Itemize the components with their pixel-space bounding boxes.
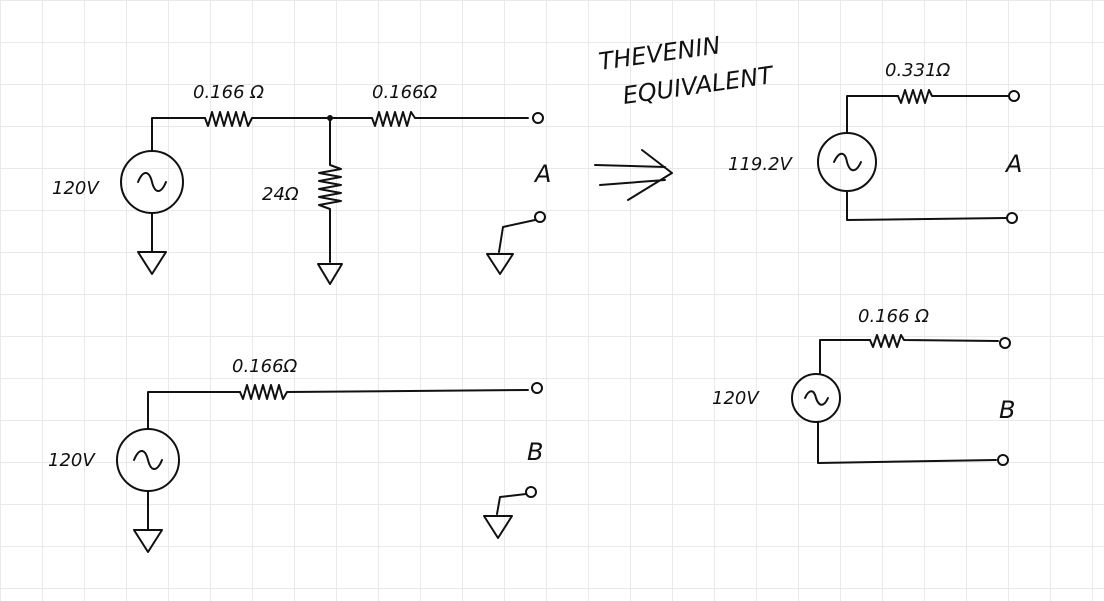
ground-icon	[483, 493, 527, 539]
terminal-a-top[interactable]	[1008, 90, 1020, 102]
ac-source-icon	[120, 150, 184, 214]
series-resistor-1-label: 0.166 Ω	[193, 82, 264, 103]
source-voltage-label: 120V	[52, 178, 100, 199]
ground-icon	[133, 490, 163, 553]
circuit-b: 120V 0.166Ω B	[48, 356, 543, 553]
equivalent-b: 120V 0.166 Ω B	[712, 306, 1015, 466]
series-resistor-2-label: 0.166Ω	[372, 82, 438, 103]
series-resistor-label: 0.166Ω	[232, 356, 298, 377]
shunt-resistor-label: 24Ω	[262, 184, 299, 205]
terminal-b-label: B	[999, 396, 1015, 424]
source-voltage-label: 119.2V	[728, 154, 794, 175]
terminal-a-bottom[interactable]	[534, 211, 546, 223]
series-resistor-label: 0.331Ω	[885, 60, 951, 81]
series-resistor	[239, 384, 529, 400]
terminal-b-label: B	[527, 438, 543, 466]
title-line-1: THEVENIN	[597, 31, 722, 76]
terminal-a-top[interactable]	[532, 112, 544, 124]
circuit-a: 120V 0.166 Ω 0.166Ω 24Ω A	[52, 82, 551, 285]
series-resistor	[897, 89, 1009, 104]
source-voltage-label: 120V	[712, 388, 760, 409]
terminal-a-label: A	[533, 160, 551, 188]
series-resistor	[869, 334, 999, 348]
return-wire	[817, 421, 997, 464]
terminal-b-bottom[interactable]	[997, 454, 1009, 466]
ground-icon	[486, 219, 536, 275]
ac-source-icon	[116, 428, 180, 492]
terminal-a-bottom[interactable]	[1006, 212, 1018, 224]
equivalent-a: 119.2V 0.331Ω A	[728, 60, 1022, 224]
terminal-a-label: A	[1004, 150, 1022, 178]
shunt-resistor	[318, 117, 342, 263]
source-voltage-label: 120V	[48, 450, 96, 471]
return-wire	[846, 190, 1007, 221]
source-wire	[147, 391, 241, 430]
thevenin-arrow	[594, 149, 673, 201]
ac-source-icon	[817, 132, 877, 192]
terminal-b-bottom[interactable]	[525, 486, 537, 498]
thevenin-title: THEVENIN EQUIVALENT	[597, 31, 777, 110]
terminal-b-top[interactable]	[999, 337, 1011, 349]
series-resistor-label: 0.166 Ω	[858, 306, 929, 327]
source-wire	[151, 117, 206, 152]
ground-icon	[137, 212, 167, 275]
ac-source-icon	[791, 373, 841, 423]
ground-icon	[317, 263, 343, 285]
source-wire	[819, 339, 871, 375]
series-resistor-1	[204, 111, 331, 127]
terminal-b-top[interactable]	[531, 382, 543, 394]
source-wire	[846, 95, 899, 134]
series-resistor-2	[329, 111, 529, 127]
